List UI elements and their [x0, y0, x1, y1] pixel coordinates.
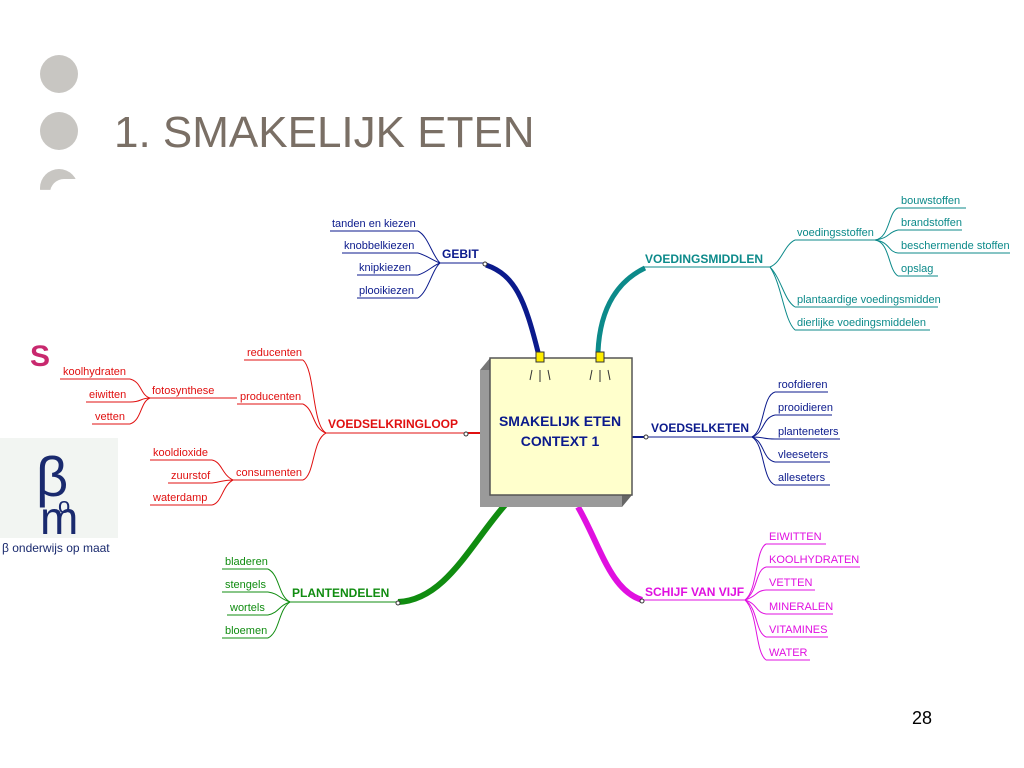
- gebit-label: GEBIT: [442, 247, 479, 261]
- gebit-item: knobbelkiezen: [344, 240, 414, 252]
- connector-plantendelen: [397, 503, 508, 605]
- voedingsmiddlen-label: VOEDINGSMIDDLEN: [645, 252, 763, 266]
- voedingsmiddlen-item: plantaardige voedingsmidden: [797, 294, 941, 306]
- fotosynthese-item: koolhydraten: [63, 366, 126, 378]
- voedselketen-item: alleseters: [778, 472, 826, 484]
- consumenten-item: zuurstof: [171, 470, 211, 482]
- plantendelen-item: stengels: [225, 579, 266, 591]
- beta-logo-mark: β m o: [36, 445, 78, 544]
- connector-voedingsmiddlen: [595, 265, 647, 353]
- schijf-item: WATER: [769, 647, 808, 659]
- schijf-item: VITAMINES: [769, 624, 827, 636]
- plantendelen-label: PLANTENDELEN: [292, 586, 389, 600]
- schijf-item: MINERALEN: [769, 601, 833, 613]
- consumenten-item: kooldioxide: [153, 447, 208, 459]
- svg-text:o: o: [58, 493, 70, 518]
- schijf-label: SCHIJF VAN VIJF: [645, 585, 744, 599]
- branch-voedingsmiddlen: [643, 207, 1010, 331]
- fotosynthese-item: eiwitten: [89, 389, 126, 401]
- voedselketen-item: vleeseters: [778, 449, 829, 461]
- voedingsstoffen-label: voedingsstoffen: [797, 227, 874, 239]
- fotosynthese-item: vetten: [95, 411, 125, 423]
- lightbulb-icon-2: [589, 351, 611, 382]
- voedselketen-item: roofdieren: [778, 379, 828, 391]
- producenten-label: producenten: [240, 391, 301, 403]
- beta-caption: β onderwijs op maat: [2, 541, 110, 555]
- schijf-item: KOOLHYDRATEN: [769, 554, 859, 566]
- branch-gebit: [330, 230, 484, 299]
- branch-voedselketen: [648, 391, 840, 486]
- slide-title: 1. SMAKELIJK ETEN: [114, 108, 535, 157]
- voedselketen-item: planteneters: [778, 426, 839, 438]
- voedingsstoffen-item: opslag: [901, 263, 933, 275]
- voedselketen-item: prooidieren: [778, 402, 833, 414]
- lightbulb-icon: [529, 351, 551, 382]
- branch-schijf: [642, 543, 860, 661]
- consumenten-item: waterdamp: [152, 492, 207, 504]
- schijf-item: EIWITTEN: [769, 531, 822, 543]
- svg-text:β: β: [36, 445, 68, 508]
- center-line2: CONTEXT 1: [521, 433, 600, 449]
- decor-dot-1: [40, 55, 78, 93]
- connector-schijf: [575, 505, 644, 603]
- decor-dot-3-cut: [50, 179, 90, 209]
- reducenten-label: reducenten: [247, 347, 302, 359]
- svg-text:m: m: [40, 492, 78, 538]
- plantendelen-item: bloemen: [225, 625, 267, 637]
- branch-voedselkringloop: [60, 359, 466, 506]
- voedselketen-label: VOEDSELKETEN: [651, 421, 749, 435]
- center-box: [489, 357, 633, 496]
- gebit-item: tanden en kiezen: [332, 218, 416, 230]
- connector-gebit: [485, 262, 541, 353]
- voedingsmiddlen-item: dierlijke voedingsmiddelen: [797, 317, 926, 329]
- fotosynthese-label: fotosynthese: [152, 385, 214, 397]
- plantendelen-item: bladeren: [225, 556, 268, 568]
- voedingsstoffen-item: beschermende stoffen: [901, 240, 1010, 252]
- decor-dot-2: [40, 112, 78, 150]
- center-line1: SMAKELIJK ETEN: [499, 413, 621, 429]
- gebit-item: knipkiezen: [359, 262, 411, 274]
- page-number: 28: [912, 708, 933, 728]
- voedingsstoffen-item: brandstoffen: [901, 217, 962, 229]
- voedingsstoffen-item: bouwstoffen: [901, 195, 960, 207]
- schijf-item: VETTEN: [769, 577, 812, 589]
- gebit-item: plooikiezen: [359, 285, 414, 297]
- voedselkringloop-label: VOEDSELKRINGLOOP: [328, 417, 458, 431]
- s-logo: S: [30, 340, 51, 373]
- beta-logo: β m o: [0, 438, 118, 544]
- consumenten-label: consumenten: [236, 467, 302, 479]
- plantendelen-item: wortels: [229, 602, 265, 614]
- branch-plantendelen: [222, 568, 396, 639]
